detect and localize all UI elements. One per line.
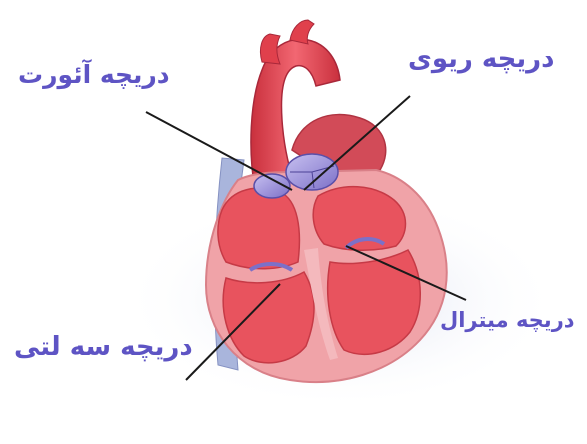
pulmonary-valve-label: دریچه ریوی <box>408 44 555 74</box>
right-atrium <box>218 188 300 269</box>
aortic-valve-label: دریچه آئورت <box>18 60 170 89</box>
mitral-valve-label: دریچه میترال <box>440 308 575 332</box>
aortic-branch <box>260 34 280 64</box>
tricuspid-valve-label: دریچه سه لتی <box>14 332 193 362</box>
